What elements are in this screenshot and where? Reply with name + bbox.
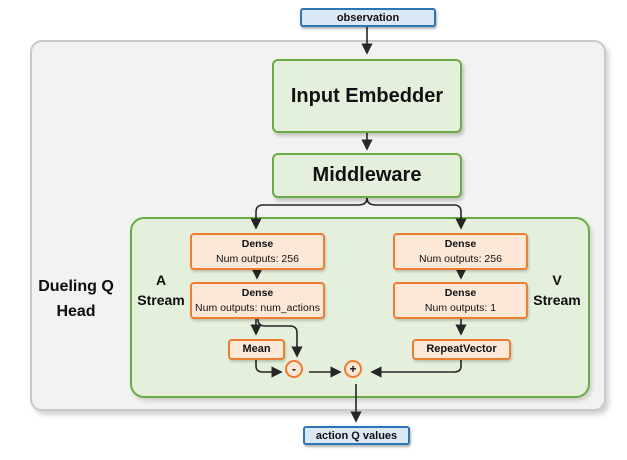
- repeat-vector-label: RepeatVector: [426, 343, 497, 356]
- minus-operator: -: [285, 360, 303, 378]
- dense-v2-title: Dense: [444, 287, 477, 300]
- dense-a2-node: Dense Num outputs: num_actions: [190, 282, 325, 319]
- dense-v2-subtitle: Num outputs: 1: [424, 301, 497, 314]
- dueling-q-head-label: Dueling Q Head: [38, 278, 114, 320]
- input-embedder-label: Input Embedder: [290, 84, 444, 107]
- repeat-vector-node: RepeatVector: [412, 339, 511, 360]
- dense-a2-subtitle: Num outputs: num_actions: [195, 301, 320, 314]
- dense-a1-title: Dense: [241, 238, 274, 251]
- dense-v1-node: Dense Num outputs: 256: [393, 233, 528, 270]
- dense-v1-title: Dense: [444, 238, 477, 251]
- dense-a1-subtitle: Num outputs: 256: [216, 252, 299, 265]
- middleware-label: Middleware: [312, 164, 422, 186]
- plus-operator-label: +: [349, 362, 357, 376]
- v-stream-label: V Stream: [533, 271, 581, 308]
- dense-a1-node: Dense Num outputs: 256: [190, 233, 325, 270]
- middleware-node: Middleware: [272, 153, 462, 198]
- mean-node: Mean: [228, 339, 285, 360]
- dense-v1-subtitle: Num outputs: 256: [419, 252, 502, 265]
- plus-operator: +: [344, 360, 362, 378]
- observation-node: observation: [300, 8, 436, 27]
- minus-operator-label: -: [292, 362, 296, 376]
- action-q-values-node: action Q values: [303, 426, 410, 445]
- input-embedder-node: Input Embedder: [272, 59, 462, 133]
- dense-a2-title: Dense: [241, 287, 274, 300]
- mean-label: Mean: [242, 343, 271, 356]
- dense-v2-node: Dense Num outputs: 1: [393, 282, 528, 319]
- action-q-values-label: action Q values: [315, 429, 398, 442]
- observation-label: observation: [336, 11, 400, 24]
- a-stream-label: A Stream: [137, 271, 185, 308]
